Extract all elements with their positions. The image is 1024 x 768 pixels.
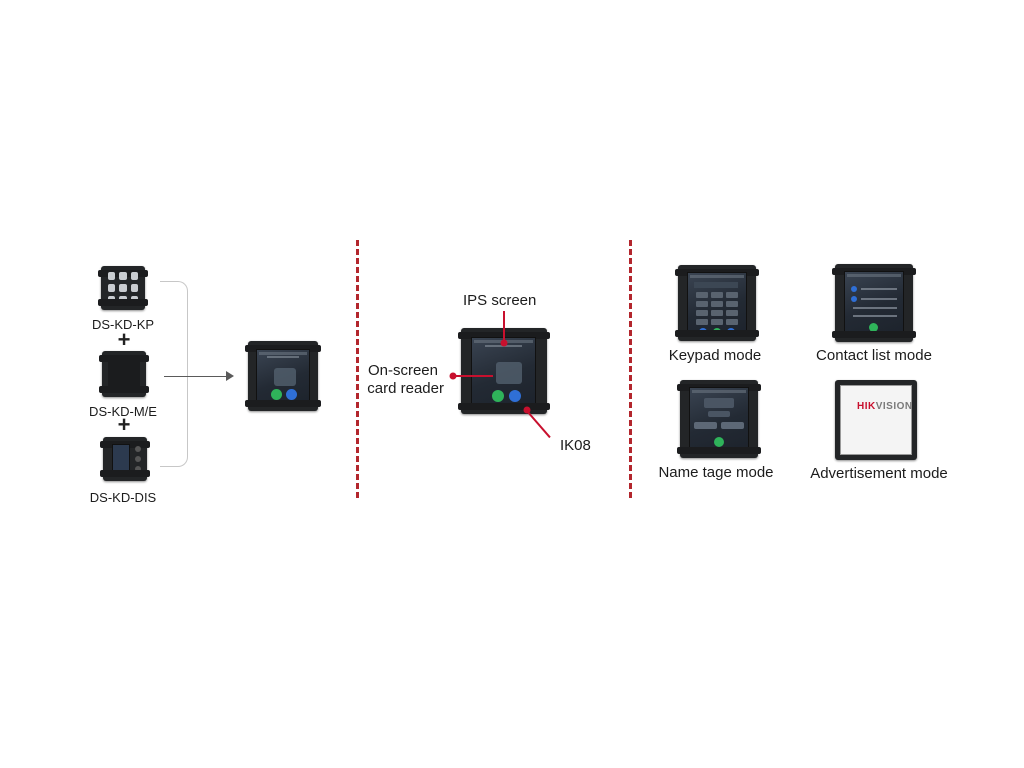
keypad-module-image <box>98 266 148 310</box>
advertisement-mode-image: HIKVISION <box>835 380 917 460</box>
keypad-mode-image <box>675 265 759 341</box>
callout-card-reader-line1: On-screen <box>367 362 438 379</box>
mode-label-keypad: Keypad mode <box>668 347 762 364</box>
main-module-image <box>99 351 149 397</box>
divider-right <box>629 240 632 498</box>
module-label-kp: DS-KD-KP <box>91 317 155 332</box>
combine-arrow-line <box>164 376 226 377</box>
callout-ik08: IK08 <box>560 437 591 454</box>
plus-sign-1: + <box>117 327 131 352</box>
combine-arrow-head <box>226 371 234 381</box>
combined-device-image <box>245 341 321 411</box>
module-label-dis: DS-KD-DIS <box>89 490 157 505</box>
contact-list-mode-image <box>832 264 916 342</box>
plus-sign-2: + <box>117 412 131 437</box>
main-module-face <box>108 357 140 391</box>
divider-left <box>356 240 359 498</box>
name-tag-mode-image <box>677 380 761 458</box>
callout-card-reader-line2: card reader <box>367 380 444 397</box>
display-module-image <box>100 437 150 481</box>
mode-label-contact-list: Contact list mode <box>816 347 932 364</box>
module-label-me: DS-KD-M/E <box>89 404 157 419</box>
hikvision-logo: HIKVISION <box>857 401 913 412</box>
grouping-bracket <box>160 281 188 467</box>
mode-label-name-tag: Name tage mode <box>658 464 774 481</box>
keypad-keys <box>108 272 138 304</box>
display-module-screen <box>112 444 130 476</box>
callout-ips-screen: IPS screen <box>463 292 537 309</box>
mode-label-advertisement: Advertisement mode <box>810 465 948 482</box>
